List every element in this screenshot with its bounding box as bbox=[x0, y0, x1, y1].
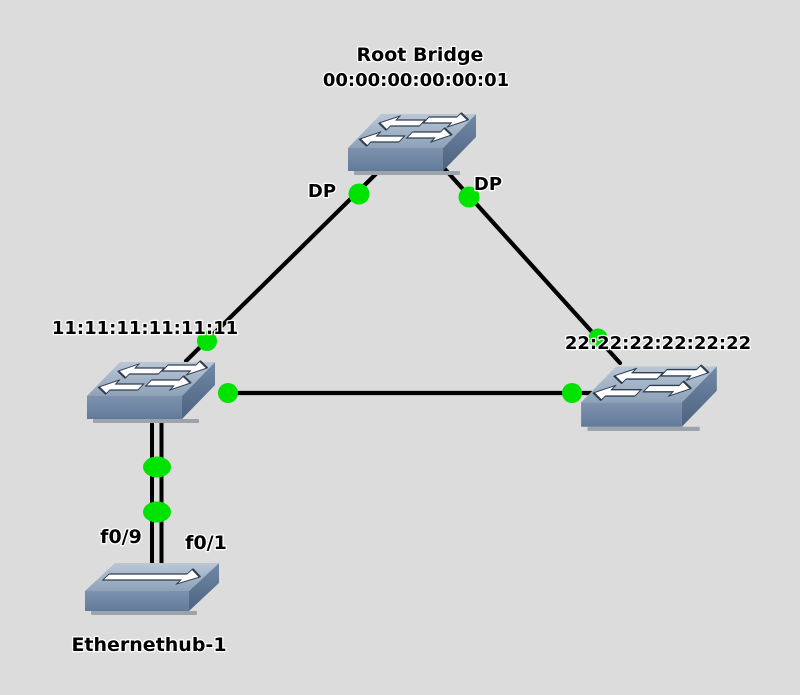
port-status-dot-hub-cables-lower bbox=[143, 501, 171, 523]
dp-label-right[interactable]: DP bbox=[473, 173, 504, 197]
switch2-mac-label[interactable]: 22:22:22:22:22:22 bbox=[564, 332, 753, 356]
switch1-mac-label[interactable]: 11:11:11:11:11:11 bbox=[51, 317, 240, 341]
port-status-layer bbox=[143, 183, 608, 523]
root-bridge-icon[interactable] bbox=[347, 112, 477, 176]
hub1-icon[interactable] bbox=[84, 562, 220, 616]
port-status-dot-switch1-right bbox=[218, 383, 238, 403]
port-status-dot-switch2-left bbox=[562, 383, 582, 403]
root-bridge-title-label[interactable]: Root Bridge bbox=[355, 43, 484, 68]
port-status-dot-hub-cables-upper bbox=[143, 456, 171, 478]
hub-port-label-f0-1[interactable]: f0/1 bbox=[184, 531, 228, 556]
port-status-dot-root-left bbox=[348, 183, 370, 205]
port-status-dot-switch2-uplink bbox=[588, 328, 608, 348]
dp-label-left[interactable]: DP bbox=[307, 180, 338, 204]
root-bridge-mac-label[interactable]: 00:00:00:00:00:01 bbox=[322, 69, 511, 93]
switch2-icon[interactable] bbox=[580, 364, 718, 432]
links-layer bbox=[150, 164, 623, 565]
switch1-icon[interactable] bbox=[86, 360, 216, 424]
hub1-name-label[interactable]: Ethernethub-1 bbox=[70, 633, 228, 658]
port-status-dot-root-right bbox=[458, 186, 480, 208]
port-status-dot-switch1-uplink bbox=[197, 331, 217, 351]
hub-port-label-f0-9[interactable]: f0/9 bbox=[99, 525, 143, 550]
